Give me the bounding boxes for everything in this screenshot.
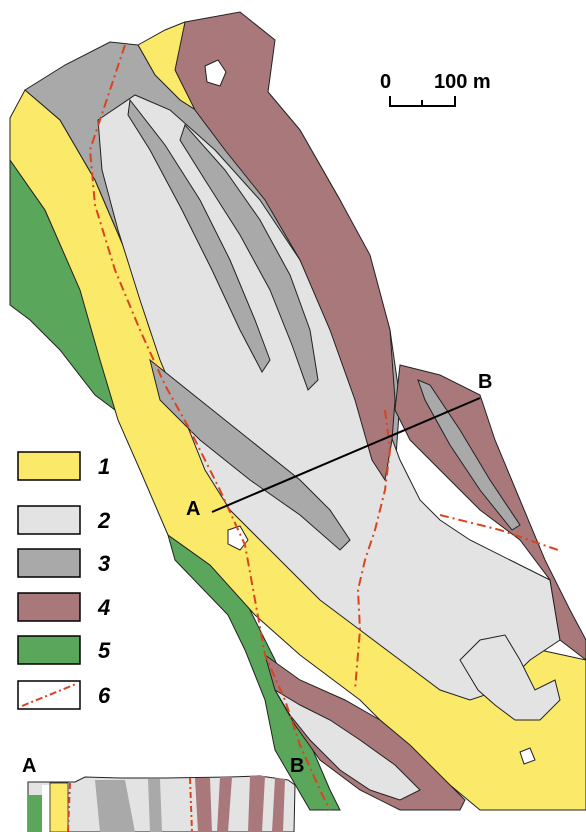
unit3-inner-band-3 — [149, 358, 351, 551]
legend-item-6: 6 — [17, 680, 111, 710]
cross-section-green — [28, 795, 42, 832]
fault-line-east — [439, 514, 559, 551]
legend-number-4: 4 — [97, 595, 110, 620]
legend-number-3: 3 — [98, 551, 110, 576]
unit4-northeast-belt — [174, 11, 396, 482]
scale-bar: 0 100 m — [380, 71, 491, 107]
cross-section-label-a: A — [22, 755, 36, 777]
legend: 1 2 3 4 5 6 — [17, 451, 111, 710]
fault-lines — [88, 44, 559, 811]
unit2-southeast-fingers — [459, 634, 561, 721]
unit3-inner-band-1 — [127, 98, 271, 373]
unit2-south-wedge — [274, 689, 421, 801]
scale-bar-line — [389, 96, 456, 107]
map-units — [9, 11, 586, 811]
legend-item-1: 1 — [17, 451, 110, 481]
legend-swatch-2 — [17, 505, 81, 535]
cross-section-brown-band-1 — [195, 778, 212, 832]
fault-line-central — [354, 409, 392, 691]
legend-number-1: 1 — [98, 454, 110, 479]
cross-section-brown-band-2 — [217, 777, 232, 832]
legend-item-2: 2 — [17, 505, 111, 535]
unit4-east-block — [394, 364, 586, 661]
cross-section-brown-band-4 — [272, 778, 285, 832]
void-southeast — [519, 747, 536, 765]
unit3-east-stripe — [417, 379, 521, 531]
legend-fault-symbol — [21, 683, 77, 707]
legend-number-2: 2 — [97, 508, 111, 533]
legend-item-4: 4 — [17, 592, 110, 622]
legend-item-3: 3 — [17, 548, 110, 578]
unit3-inner-band-2 — [179, 124, 319, 391]
cross-section-yellow — [49, 782, 69, 832]
void-north — [204, 59, 227, 87]
legend-swatch-3 — [17, 548, 81, 578]
legend-swatch-4 — [17, 592, 81, 622]
cross-section-gray-band-2 — [148, 779, 162, 832]
section-label-a: A — [186, 498, 200, 520]
legend-swatch-5 — [17, 635, 81, 665]
scale-label-end: 100 m — [434, 71, 491, 93]
cross-section-label-b: B — [290, 755, 304, 777]
legend-number-6: 6 — [98, 683, 111, 708]
legend-swatch-1 — [17, 451, 81, 481]
cross-section-brown-band-3 — [248, 776, 265, 832]
scale-label-zero: 0 — [380, 71, 391, 93]
legend-item-5: 5 — [17, 635, 111, 665]
cross-section-gray-band-1 — [95, 780, 135, 832]
fault-line-northwest — [88, 44, 331, 811]
section-label-b: B — [478, 371, 492, 393]
cross-section-fault-west — [67, 782, 71, 832]
cross-section-fault-east — [189, 777, 193, 832]
cross-section: A B — [22, 755, 304, 832]
legend-number-5: 5 — [98, 638, 111, 663]
cross-section-white-gap — [42, 785, 50, 832]
section-line: A B — [186, 371, 492, 520]
unit4-south-wedge — [264, 653, 466, 811]
